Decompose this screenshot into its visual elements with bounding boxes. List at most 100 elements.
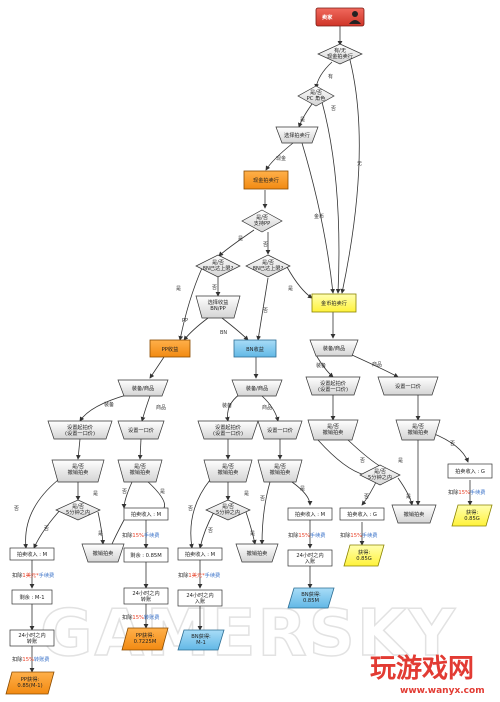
pp-result-1-label: PP获得:0.85(M-1) (17, 675, 42, 689)
edge-label-no: 否 (122, 489, 127, 495)
fee-note-3: 扣除1美元*手续费 (178, 571, 220, 579)
cancel-q-1-label: 是/否撤销拍卖 (68, 463, 89, 476)
svg-text:扣除15%手续费: 扣除15%手续费 (288, 531, 326, 539)
edge-label-equip: 装备 (316, 362, 326, 369)
fee-note-7-pct: 15% (22, 657, 34, 663)
fee-note-1: 扣除1美元*手续费 (12, 571, 54, 579)
diamond-d3-label: 是/否支持PP (254, 214, 271, 227)
equip-goods-1-label: 装备/商品 (132, 384, 155, 392)
gold-result-2-label: 获得:0.85G (464, 508, 480, 522)
cancel-q-4-label: 是/否撤销拍卖 (270, 463, 291, 476)
edge-label-yes: 是 (238, 236, 243, 242)
fee-note-6: 扣除15%手续费 (448, 488, 486, 496)
fee-note-2: 扣除15%手续费 (122, 531, 160, 539)
cancel-3-node: 撤销拍卖 (391, 504, 437, 524)
income-m-2-label: 拍卖收入 : M (131, 510, 161, 518)
fee-note-5-pct: 15% (350, 533, 362, 539)
edge-label-no: 否 (450, 441, 455, 447)
diamond-d3: 是/否支持PP (241, 209, 283, 233)
edge-label-equip: 装备 (104, 401, 114, 408)
svg-text:扣除15%手续费: 扣除15%手续费 (448, 488, 486, 496)
user-icon (349, 11, 361, 24)
cancel-q-2-node: 是/否撤销拍卖 (117, 459, 163, 483)
cancel-q-4-node: 是/否撤销拍卖 (257, 459, 303, 483)
within-24-4-label: 24小时之内入账 (296, 551, 323, 565)
fee-note-2-prefix: 扣除 (122, 531, 133, 539)
edge-label-yes: 是 (300, 117, 305, 123)
edge-label-yes: 是 (160, 489, 165, 495)
watermark: GAMERSKY (40, 597, 457, 671)
edge-label-yes: 是 (300, 486, 305, 492)
set-buyout-1-node: 设置一口价 (117, 420, 165, 440)
income-g-2-label: 拍卖收入 : G (455, 467, 485, 475)
gold-auction-node: 金币拍卖行 (311, 293, 357, 313)
cash-auction-node: 现金拍卖行 (243, 170, 289, 190)
edge-label-gold: 金币 (314, 213, 324, 220)
cancel-1-node: 撤销拍卖 (81, 543, 125, 563)
income-m-3-node: 拍卖收入 : M (177, 547, 223, 561)
edge-label-yes: 是 (244, 491, 249, 497)
fee-note-6-pct: 15% (458, 490, 470, 496)
svg-text:扣除15%转账费: 扣除15%转账费 (122, 613, 160, 621)
bn-result-1-label: BN获得:M-1 (191, 632, 211, 646)
edge-label-yes: 是 (288, 286, 293, 292)
cancel-2-label: 撤销拍卖 (247, 549, 268, 557)
income-m-1-label: 拍卖收入 : M (17, 550, 47, 558)
pp-label: PP收益 (162, 345, 179, 353)
edge-label-yes: 是 (176, 286, 181, 292)
within-24-1-node: 24小时之内转账 (9, 629, 55, 647)
fee-note-1-suffix: 手续费 (39, 571, 55, 579)
set-buyout-3-node: 设置一口价 (377, 376, 439, 396)
income-g-2-node: 拍卖收入 : G (447, 463, 493, 479)
edge-labels: 有 无 是 否 现金 金币 是 否 是 否 是 否 PP BN 装备 商品 装备… (14, 73, 455, 537)
fee-note-5: 扣除15%手续费 (340, 531, 378, 539)
cancel-1-label: 撤销拍卖 (93, 549, 114, 557)
bn-result-2-node: BN获得:0.85M (287, 587, 335, 609)
edge-label-yes: 是 (406, 494, 411, 500)
edge-label-yes: 是 (250, 531, 255, 537)
equip-goods-2-label: 装备/商品 (246, 384, 269, 392)
set-buyout-2-label: 设置一口价 (267, 426, 294, 434)
svg-text:扣除15%手续费: 扣除15%手续费 (340, 531, 378, 539)
set-start-price-3-node: 设置起拍价(设置一口价) (305, 376, 361, 396)
income-g-1-node: 拍卖收入 : G (339, 507, 385, 521)
edge-label-no: 否 (212, 285, 217, 291)
cancel-q-5-label: 是/否撤销拍卖 (323, 423, 344, 436)
set-start-price-3-label: 设置起拍价(设置一口价) (318, 379, 348, 393)
fee-note-7: 扣除15%转账费 (12, 655, 50, 663)
bn-result-2-label: BN获得:0.85M (301, 590, 321, 604)
bn-label: BN收益 (246, 345, 264, 353)
cancel-2-node: 撤销拍卖 (235, 543, 279, 563)
within-24-3-node: 24小时之内入账 (177, 589, 223, 607)
within-24-1-label: 24小时之内转账 (18, 631, 45, 645)
gold-result-1-label: 获得:0.85G (356, 548, 372, 562)
edge-label-have: 有 (328, 73, 333, 80)
cancel-q-6-label: 是/否撤销拍卖 (408, 423, 429, 436)
cancel-3-label: 撤销拍卖 (404, 510, 425, 518)
fee-note-8: 扣除15%转账费 (122, 613, 160, 621)
edge-label-yes: 是 (398, 458, 403, 464)
set-buyout-3-label: 设置一口价 (395, 382, 422, 390)
svg-text:扣除15%手续费: 扣除15%手续费 (122, 531, 160, 539)
fee-note-4: 扣除15%手续费 (288, 531, 326, 539)
within-24-3-label: 24小时之内入账 (186, 591, 213, 605)
set-buyout-2-node: 设置一口价 (257, 420, 303, 440)
fee-note-8-prefix: 扣除 (122, 613, 133, 621)
cancel-q-5-node: 是/否撤销拍卖 (307, 419, 359, 441)
fee-note-1-pct: 1美元* (22, 571, 39, 579)
edge-label-bn: BN (220, 330, 227, 336)
fee-note-4-prefix: 扣除 (288, 531, 299, 539)
set-buyout-1-label: 设置一口价 (128, 426, 155, 434)
diamond-d1-label: 有/无现金拍卖行 (327, 46, 353, 60)
cash-auction-label: 现金拍卖行 (253, 176, 279, 184)
